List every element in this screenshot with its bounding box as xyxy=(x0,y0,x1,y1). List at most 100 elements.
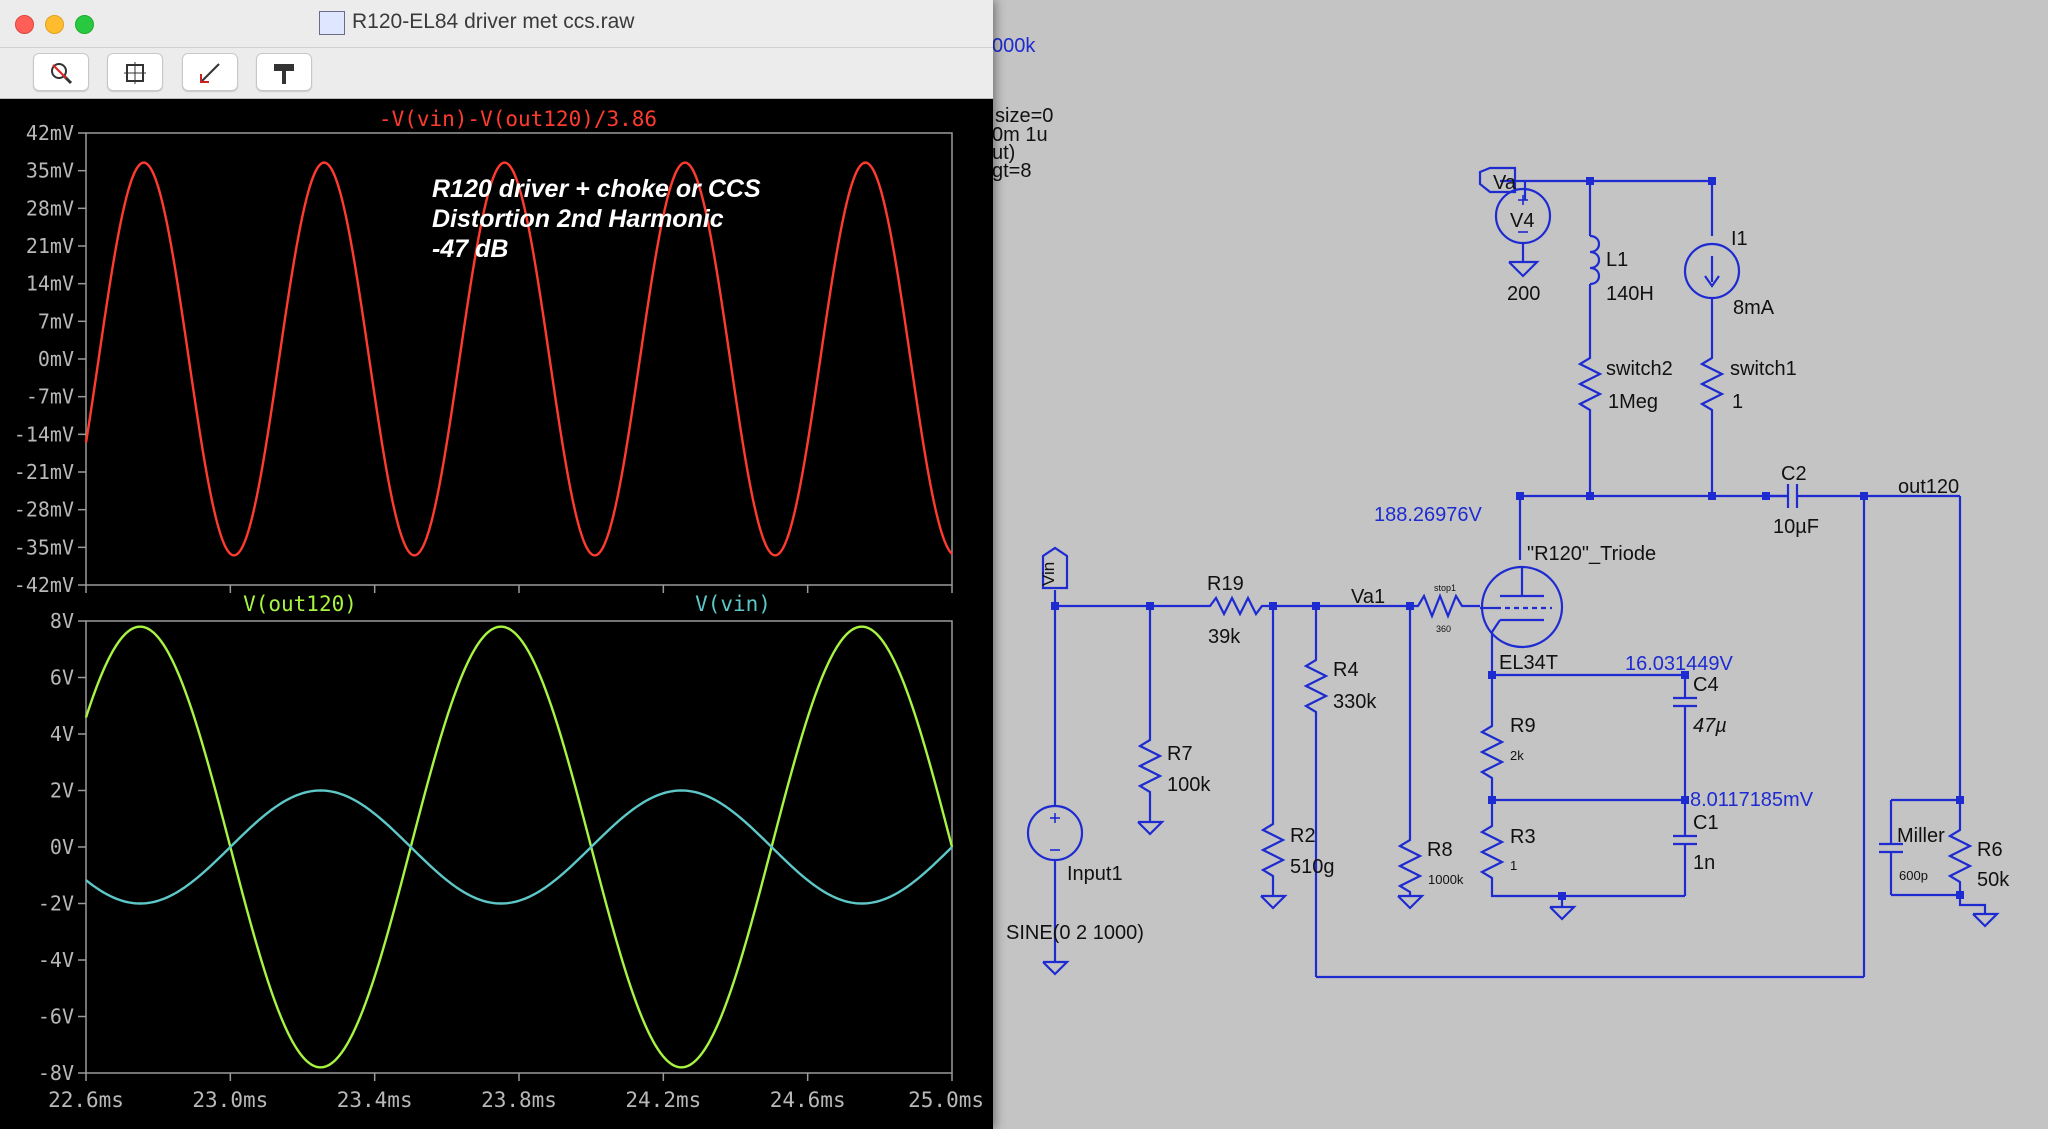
y-tick-label: -28mV xyxy=(14,498,74,522)
r7-label: R7 xyxy=(1167,743,1193,765)
raw-file-icon xyxy=(319,11,345,35)
annotation-line3: -47 dB xyxy=(432,235,509,263)
r7-value: 100k xyxy=(1167,774,1211,796)
plot-pane-bottom[interactable]: 8V 6V 4V 2V 0V -2V -4V -6V -8V 22.6ms 23.0ms 23.4ms… xyxy=(38,592,984,1112)
input1-label: Input1 xyxy=(1067,863,1123,885)
x-tick-label: 22.6ms xyxy=(48,1088,124,1112)
y-tick-label: -21mV xyxy=(14,460,74,484)
x-tick-label: 25.0ms xyxy=(908,1088,984,1112)
waveform-window[interactable]: R120-EL84 driver met ccs.raw xyxy=(0,0,993,1129)
c2-value: 10µF xyxy=(1773,516,1819,538)
switch2-value: 1Meg xyxy=(1608,391,1658,413)
y-tick-label: 8V xyxy=(50,609,74,633)
cursor-icon xyxy=(200,63,220,83)
c4-value: 47µ xyxy=(1693,715,1727,737)
window-title: R120-EL84 driver met ccs.raw xyxy=(352,10,635,33)
y-tick-label: 0mV xyxy=(38,347,74,371)
l1-value: 140H xyxy=(1606,283,1654,305)
miller-label: Miller xyxy=(1897,825,1945,847)
y-tick-label: 7mV xyxy=(38,309,74,333)
legend-vin: V(vin) xyxy=(695,592,771,616)
y-tick-label: 14mV xyxy=(26,272,74,296)
r6-label: R6 xyxy=(1977,839,2003,861)
c1-label: C1 xyxy=(1693,812,1719,834)
switch2-label: switch2 xyxy=(1606,358,1673,380)
c1-value: 1n xyxy=(1693,852,1715,874)
r4-value: 330k xyxy=(1333,691,1377,713)
plot-pane-top[interactable]: 42mV35mV28mV21mV14mV7mV0mV-7mV-14mV-21mV… xyxy=(14,107,953,597)
r8-label: R8 xyxy=(1427,839,1453,861)
tube-model: EL34T xyxy=(1499,652,1558,674)
y-tick-label: 4V xyxy=(50,722,74,746)
r19-label: R19 xyxy=(1207,573,1244,595)
switch1-label: switch1 xyxy=(1730,358,1797,380)
y-tick-label: 6V xyxy=(50,666,74,690)
c2-label: C2 xyxy=(1781,463,1807,485)
r3-value: 1 xyxy=(1510,858,1517,873)
schematic-labels: 000k size=0 0m 1u ut) gt=8 Va V4 200 L1 … xyxy=(992,35,2010,944)
waveform-toolbar xyxy=(0,48,993,99)
y-tick-label: -42mV xyxy=(14,573,74,597)
x-tick-label: 24.6ms xyxy=(770,1088,846,1112)
series-line-1-0 xyxy=(84,625,954,1069)
r6-value: 50k xyxy=(1977,869,2010,891)
annotation-line2: Distortion 2nd Harmonic xyxy=(432,205,724,233)
y-tick-label: 0V xyxy=(50,835,74,859)
y-tick-label: 2V xyxy=(50,779,74,803)
y-tick-label: -7mV xyxy=(26,385,74,409)
x-tick-label: 23.0ms xyxy=(192,1088,268,1112)
cathode-voltage: 16.031449V xyxy=(1625,653,1734,675)
x-tick-label: 23.8ms xyxy=(481,1088,557,1112)
zoom-cancel-icon xyxy=(51,63,73,85)
cursor-button[interactable] xyxy=(182,53,238,91)
y-tick-label: 35mV xyxy=(26,159,74,183)
zoom-button[interactable] xyxy=(75,15,94,34)
plot-area[interactable]: 42mV35mV28mV21mV14mV7mV0mV-7mV-14mV-21mV… xyxy=(0,98,993,1129)
sine-spec: SINE(0 2 1000) xyxy=(1006,922,1144,944)
r4-label: R4 xyxy=(1333,659,1359,681)
i1-label: I1 xyxy=(1731,228,1748,250)
r9-label: R9 xyxy=(1510,715,1536,737)
r2-label: R2 xyxy=(1290,825,1316,847)
close-button[interactable] xyxy=(15,15,34,34)
r8-value: 1000k xyxy=(1428,872,1464,887)
i1-value: 8mA xyxy=(1733,297,1775,319)
autorange-button[interactable] xyxy=(107,53,163,91)
v4-label: V4 xyxy=(1510,210,1534,232)
switch1-value: 1 xyxy=(1732,391,1743,413)
r19-value: 39k xyxy=(1208,626,1241,648)
source-symbols xyxy=(1050,195,1528,851)
y-tick-label: -4V xyxy=(38,948,74,972)
y-tick-label: 21mV xyxy=(26,234,74,258)
hammer-button[interactable] xyxy=(256,53,312,91)
r3-label: R3 xyxy=(1510,826,1536,848)
r2-value: 510g xyxy=(1290,856,1335,878)
plate-voltage: 188.26976V xyxy=(1374,504,1483,526)
va1-label: Va1 xyxy=(1351,586,1385,608)
tube-name: "R120"_Triode xyxy=(1527,543,1656,565)
legend-out120: V(out120) xyxy=(243,592,357,616)
miller-value: 600p xyxy=(1899,868,1928,883)
series-line-0-0 xyxy=(84,161,953,557)
mid-voltage: 8.0117185mV xyxy=(1690,789,1814,811)
stop1-value: 360 xyxy=(1436,624,1451,634)
topfrag-3: 0m 1u xyxy=(992,124,1048,146)
minimize-button[interactable] xyxy=(45,15,64,34)
topfrag-5: gt=8 xyxy=(992,160,1031,182)
y-tick-label: -35mV xyxy=(14,535,74,559)
vin-flag: Vin xyxy=(1039,562,1058,586)
junction-dots xyxy=(1051,177,1964,900)
x-tick-label: 23.4ms xyxy=(337,1088,413,1112)
y-tick-label: 28mV xyxy=(26,196,74,220)
y-tick-label: -6V xyxy=(38,1005,74,1029)
zoom-cancel-button[interactable] xyxy=(33,53,89,91)
y-tick-label: -8V xyxy=(38,1061,74,1085)
window-titlebar[interactable]: R120-EL84 driver met ccs.raw xyxy=(0,0,993,48)
c4-label: C4 xyxy=(1693,674,1719,696)
series-line-1-1 xyxy=(85,789,953,905)
va-flag: Va xyxy=(1493,172,1517,194)
topfrag-4: ut) xyxy=(992,142,1015,164)
annotation-line1: R120 driver + choke or CCS xyxy=(432,175,761,203)
y-tick-label: -2V xyxy=(38,892,74,916)
